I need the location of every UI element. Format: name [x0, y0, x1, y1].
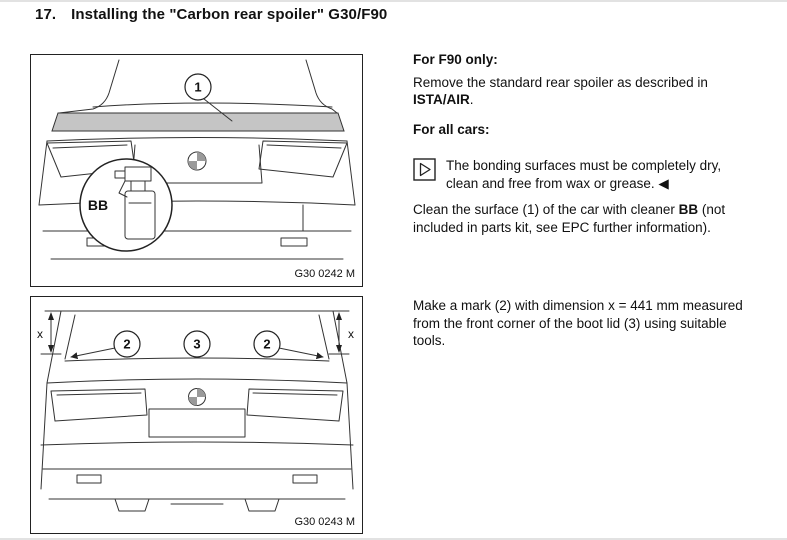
f90-only-paragraph: Remove the standard rear spoiler as desc…	[413, 74, 765, 109]
section-title: Installing the "Carbon rear spoiler" G30…	[71, 6, 388, 23]
note-triangle-icon	[413, 158, 436, 181]
car-rear-view-drawing: x x 2 3 2 G30 0243 M	[37, 310, 355, 528]
spray-bottle-icon	[114, 166, 156, 240]
callout-3-label: 3	[193, 337, 200, 352]
callout-2-left-circle	[113, 330, 141, 358]
bb-bold: BB	[678, 202, 699, 218]
clean-text: Clean the surface (1) of the car with cl…	[413, 202, 679, 218]
mark-paragraph: Make a mark (2) with dimension x = 441 m…	[413, 298, 743, 349]
f90-only-heading: For F90 only:	[413, 52, 498, 67]
page-edge-bottom	[0, 538, 787, 540]
callout-2-right-circle	[253, 330, 281, 358]
reflector-left	[76, 474, 102, 484]
callout-2-left-label: 2	[123, 337, 130, 352]
taillight-right	[258, 140, 348, 178]
reflector-right	[292, 474, 318, 484]
callout-1-circle	[184, 73, 212, 101]
detail-inset-circle	[79, 158, 173, 252]
section-number: 17.	[35, 6, 57, 23]
bonding-surface-strip	[51, 112, 345, 132]
figure-spoiler-surface: 1 BB G30 0242 M	[30, 54, 363, 287]
car-rear-top-view-drawing: 1 BB G30 0242 M	[38, 59, 356, 280]
figure2-caption: G30 0243 M	[294, 516, 355, 528]
note-row: The bonding surfaces must be completely …	[413, 157, 765, 192]
reflector-right	[280, 237, 308, 247]
license-plate-recess	[148, 408, 246, 438]
callout-3-circle	[183, 330, 211, 358]
dimension-right: x	[328, 312, 354, 355]
exhaust-left	[114, 498, 150, 512]
clean-text-end: (not included in parts kit, see EPC furt…	[413, 202, 726, 235]
taillight-left	[50, 388, 148, 422]
dim-x-left-label: x	[37, 327, 43, 341]
callout-1-label: 1	[194, 80, 201, 95]
figure1-caption: G30 0242 M	[294, 268, 355, 280]
dimension-left: x	[37, 312, 62, 355]
clean-surface-paragraph: Clean the surface (1) of the car with cl…	[413, 201, 765, 236]
inset-bb-label: BB	[88, 197, 108, 213]
bmw-roundel-icon	[187, 151, 207, 171]
page-edge-top	[0, 0, 787, 2]
f90-text-end: .	[469, 92, 474, 108]
note-text: The bonding surfaces must be completely …	[446, 158, 722, 191]
all-cars-heading: For all cars:	[413, 121, 490, 137]
instructions-column: For F90 only: Remove the standard rear s…	[413, 51, 765, 248]
dim-x-right-label: x	[348, 327, 354, 341]
section-heading: 17. Installing the "Carbon rear spoiler"…	[35, 6, 387, 23]
exhaust-right	[244, 498, 280, 512]
figure-mark-dimensions: x x 2 3 2 G30 0243 M	[30, 296, 363, 534]
f90-text: Remove the standard rear spoiler as desc…	[413, 74, 708, 90]
ista-air-bold: ISTA/AIR	[413, 92, 470, 108]
bmw-roundel-icon	[188, 388, 206, 406]
taillight-right	[246, 388, 344, 422]
callout-2-right-label: 2	[263, 337, 270, 352]
